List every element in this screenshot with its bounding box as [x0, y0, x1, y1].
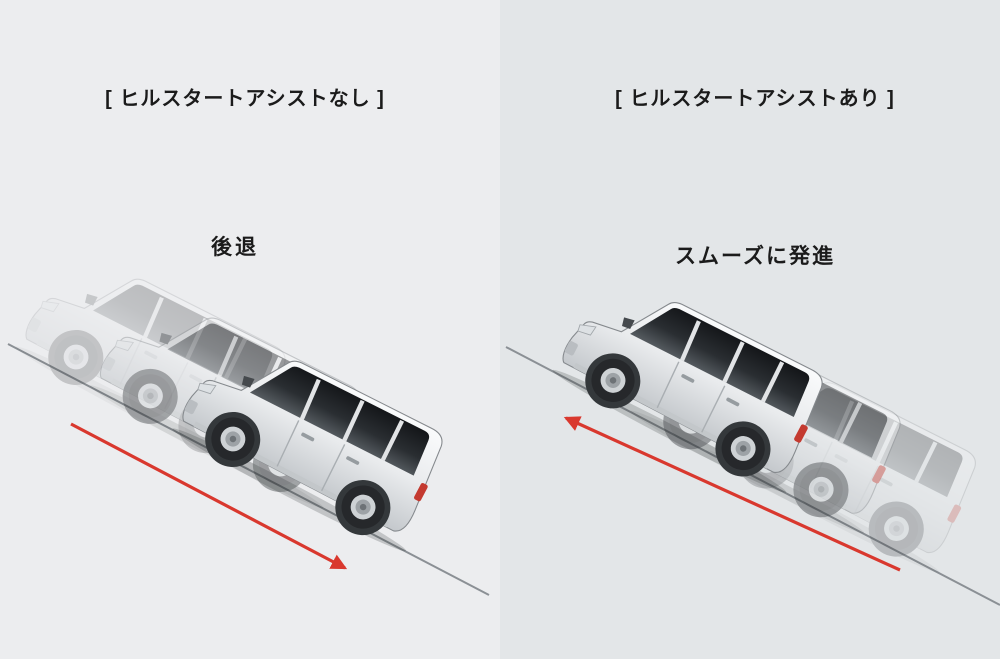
rollback-arrow: [70, 422, 348, 570]
with-assist-title: [ ヒルスタートアシストあり ]: [615, 88, 895, 110]
without-assist-title: [ ヒルスタートアシストなし ]: [105, 88, 385, 110]
forward-arrow: [563, 416, 901, 572]
with-assist-scene: [505, 263, 1000, 606]
with-assist-caption: スムーズに発進: [675, 245, 835, 268]
without-assist-scene: [7, 240, 490, 596]
without-assist-caption: 後退: [211, 236, 259, 259]
